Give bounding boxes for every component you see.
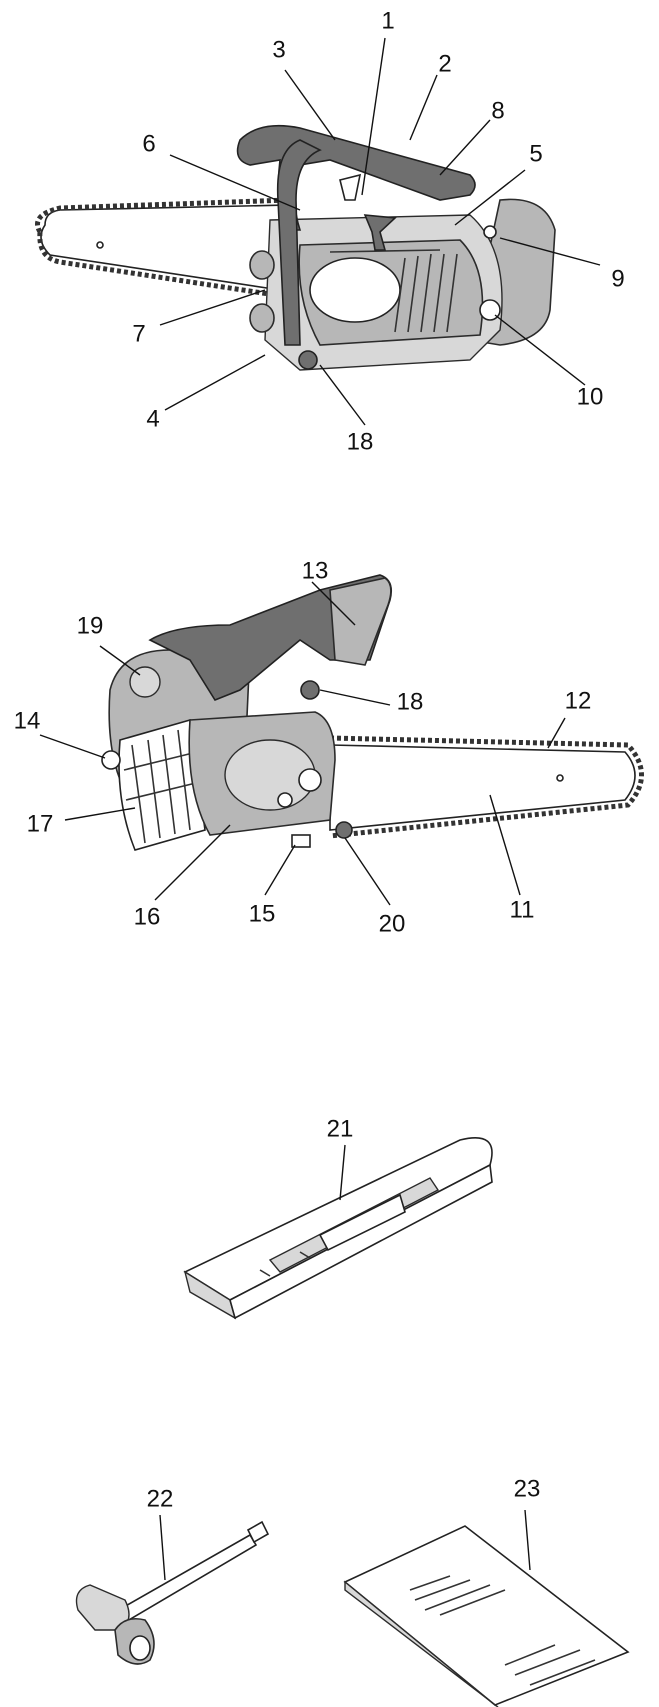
stop-switch [484, 226, 496, 238]
callout-11: 11 [510, 896, 535, 923]
cover-window [310, 258, 400, 322]
instruction-manual [345, 1526, 628, 1707]
callout-12: 12 [565, 687, 592, 714]
callout-4: 4 [146, 405, 159, 432]
callout-18-top: 18 [347, 428, 374, 455]
bar-nut [299, 769, 321, 791]
callout-7: 7 [132, 320, 145, 347]
chainsaw-left-view [38, 126, 556, 370]
callout-16: 16 [134, 903, 161, 930]
callout-8: 8 [491, 97, 504, 124]
callout-6: 6 [142, 130, 155, 157]
callout-17: 17 [27, 810, 54, 837]
leader-22 [160, 1515, 165, 1580]
callout-9: 9 [611, 265, 624, 292]
spike [336, 822, 352, 838]
callout-14: 14 [14, 707, 41, 734]
callout-20: 20 [379, 910, 406, 937]
leader-23 [525, 1510, 530, 1570]
callout-18-mid: 18 [397, 688, 424, 715]
callout-1: 1 [381, 7, 394, 34]
callout-23: 23 [514, 1475, 541, 1502]
callout-19: 19 [77, 612, 104, 639]
chain-catcher [299, 351, 317, 369]
callout-22: 22 [147, 1485, 174, 1512]
callout-10: 10 [577, 383, 604, 410]
oil-cap [250, 251, 274, 279]
filter-knob [102, 751, 120, 769]
box-wrench [77, 1522, 269, 1664]
callout-21: 21 [327, 1115, 354, 1142]
guide-bar-left [38, 200, 291, 296]
leader-21 [340, 1145, 345, 1200]
callout-3: 3 [272, 36, 285, 63]
callout-13: 13 [302, 557, 329, 584]
bar-nut-2 [278, 793, 292, 807]
guide-bar-right [330, 738, 642, 836]
callout-2: 2 [438, 50, 451, 77]
throttle-trigger [340, 175, 360, 200]
callout-15: 15 [249, 900, 276, 927]
guide-bar-cover [185, 1138, 492, 1318]
chainsaw-right-view [102, 575, 642, 850]
strap-bolt [301, 681, 319, 699]
fuel-cap [250, 304, 274, 332]
callout-5: 5 [529, 140, 542, 167]
handle-grip-pad [330, 578, 391, 665]
